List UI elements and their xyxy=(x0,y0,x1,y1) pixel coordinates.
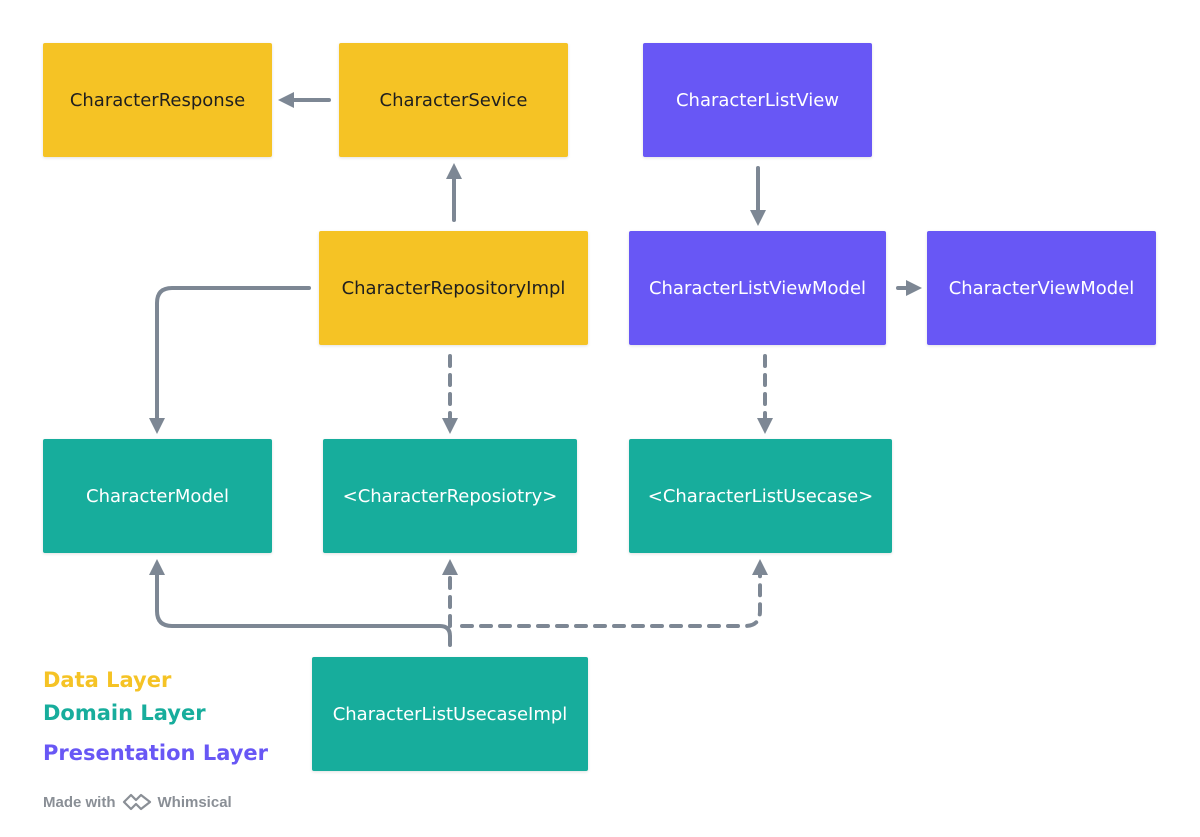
node-character-view-model[interactable]: CharacterViewModel xyxy=(927,231,1156,345)
legend-domain-layer: Domain Layer xyxy=(43,701,206,725)
node-character-repository-impl[interactable]: CharacterRepositoryImpl xyxy=(319,231,588,345)
arrow-usecaseimpl-implements-usecase xyxy=(460,559,768,628)
legend-data-layer: Data Layer xyxy=(43,668,172,692)
node-character-list-usecase-impl[interactable]: CharacterListUsecaseImpl xyxy=(312,657,588,771)
node-character-model[interactable]: CharacterModel xyxy=(43,439,272,553)
node-character-sevice[interactable]: CharacterSevice xyxy=(339,43,568,157)
made-with-whimsical[interactable]: Made with Whimsical xyxy=(43,793,232,811)
node-character-list-view-model[interactable]: CharacterListViewModel xyxy=(629,231,886,345)
arrow-usecaseimpl-to-model xyxy=(149,559,452,647)
whimsical-brand-label: Whimsical xyxy=(157,793,232,811)
made-with-label: Made with xyxy=(43,793,116,811)
arrow-repoimpl-to-model xyxy=(149,286,311,434)
node-character-repository-protocol[interactable]: <CharacterReposiotry> xyxy=(323,439,577,553)
node-character-list-view[interactable]: CharacterListView xyxy=(643,43,872,157)
legend-presentation-layer: Presentation Layer xyxy=(43,741,269,765)
whimsical-logo-icon xyxy=(122,793,151,811)
node-character-list-usecase-protocol[interactable]: <CharacterListUsecase> xyxy=(629,439,892,553)
node-character-response[interactable]: CharacterResponse xyxy=(43,43,272,157)
